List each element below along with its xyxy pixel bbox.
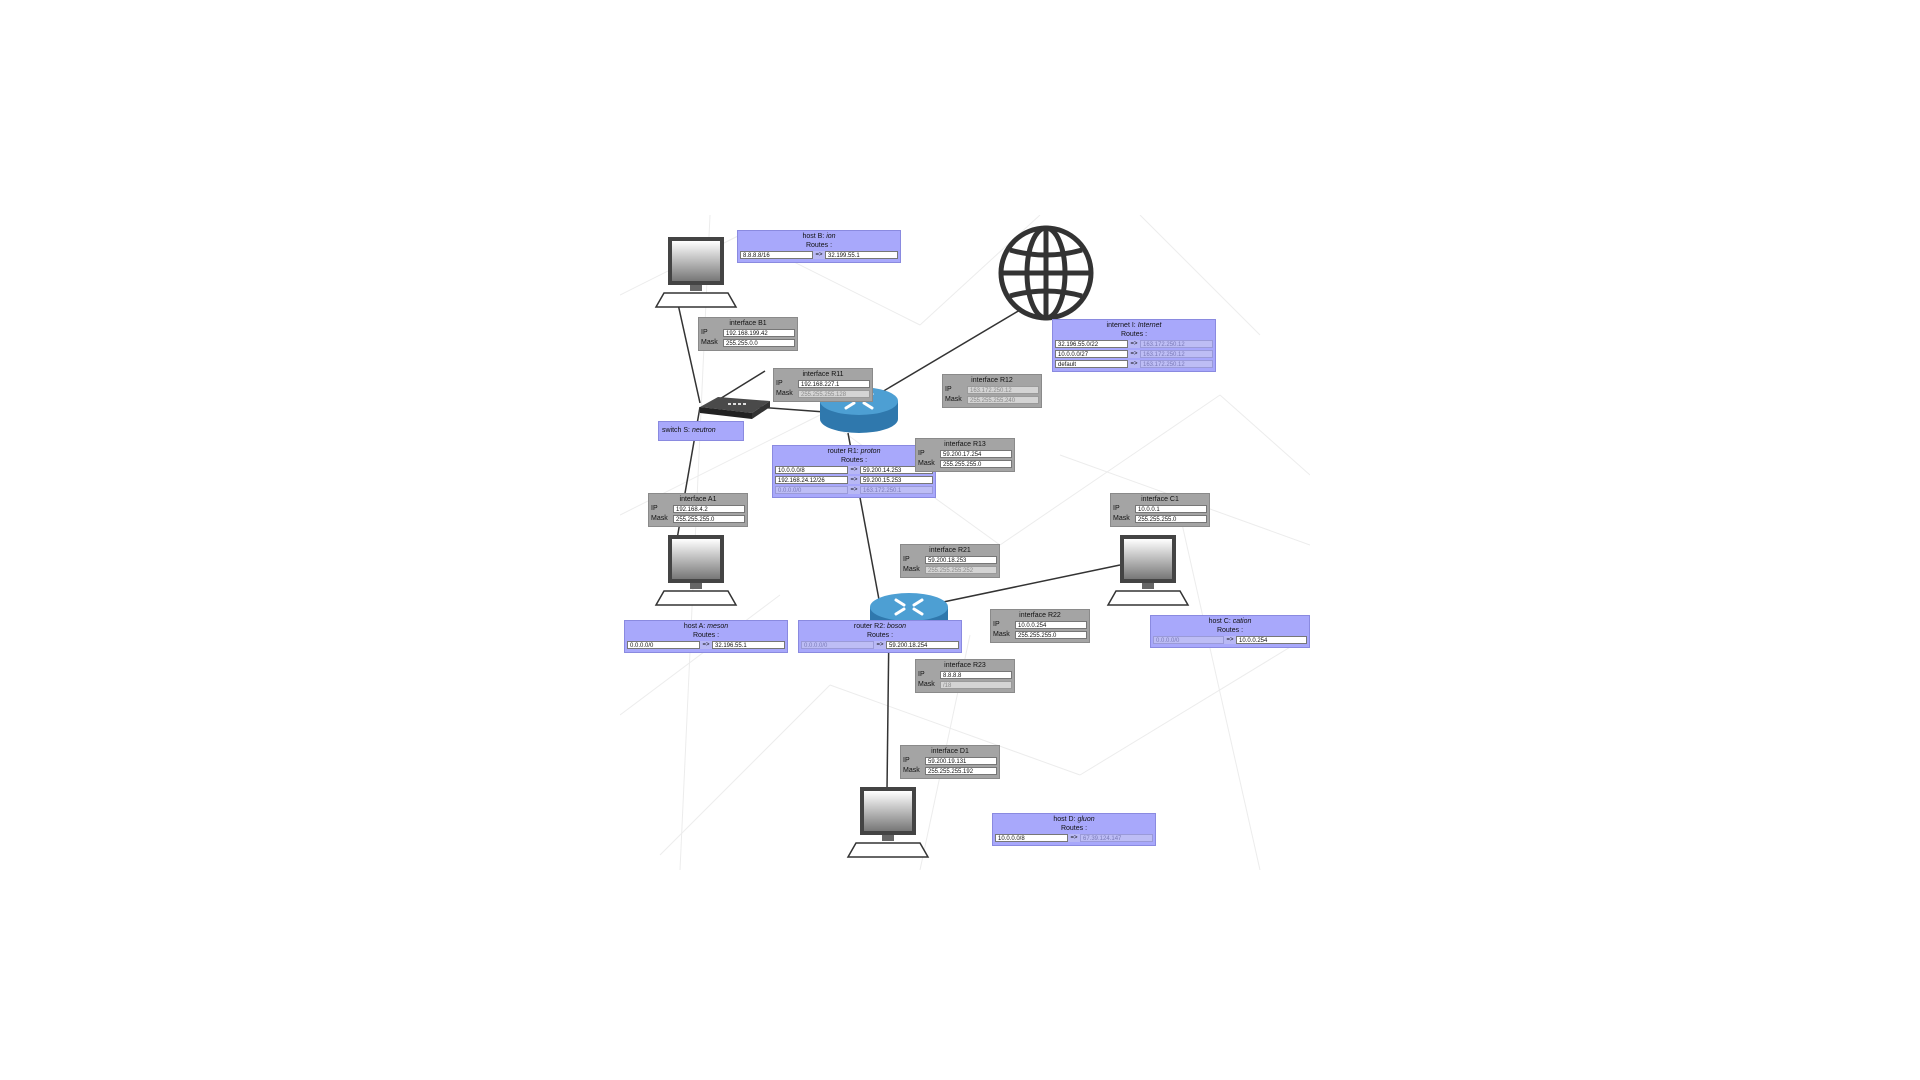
route-row: 10.0.0.0/27 => 163.172.250.12	[1055, 349, 1213, 359]
route-dest-field[interactable]: 0.0.0.0/0	[801, 641, 874, 649]
route-gateway-field[interactable]: 163.172.250.1	[860, 486, 933, 494]
route-row: 0.0.0.0/0 => 32.196.55.1	[627, 640, 785, 650]
route-dest-field[interactable]: 10.0.0.0/8	[995, 834, 1068, 842]
mask-field[interactable]: 255.255.255.128	[798, 390, 870, 398]
ip-field[interactable]: 192.168.227.1	[798, 380, 870, 388]
route-row: 0.0.0.0/0 => 10.0.0.254	[1153, 635, 1307, 645]
internet-globe-icon[interactable]	[996, 223, 1096, 323]
mask-field[interactable]: /18	[940, 681, 1012, 689]
host-c-computer-icon[interactable]	[1100, 533, 1196, 613]
ip-field[interactable]: 59.200.18.253	[925, 556, 997, 564]
internet-panel: internet I: Internet Routes : 32.196.55.…	[1052, 319, 1216, 372]
host-d-computer-icon[interactable]	[840, 785, 936, 865]
mask-field[interactable]: 255.255.255.0	[1015, 631, 1087, 639]
router-r1-panel: router R1: proton Routes : 10.0.0.0/8 =>…	[772, 445, 936, 498]
route-dest-field[interactable]: 0.0.0.0/0	[627, 641, 700, 649]
route-gateway-field[interactable]: 59.200.18.254	[886, 641, 959, 649]
route-gateway-field[interactable]: 32.199.55.1	[825, 251, 898, 259]
mask-field[interactable]: 255.255.255.0	[940, 460, 1012, 468]
route-row: 0.0.0.0/0 => 163.172.250.1	[775, 485, 933, 495]
ip-field[interactable]: 192.168.199.42	[723, 329, 795, 337]
route-dest-field[interactable]: 10.0.0.0/8	[775, 466, 848, 474]
link-hostB-switch	[675, 294, 701, 404]
ip-field[interactable]: 163.172.250.12	[967, 386, 1039, 394]
route-dest-field[interactable]: default	[1055, 360, 1128, 368]
mask-field[interactable]: 255.255.255.240	[967, 396, 1039, 404]
host-a-panel: host A: meson Routes : 0.0.0.0/0 => 32.1…	[624, 620, 788, 653]
route-dest-field[interactable]: 32.196.55.0/22	[1055, 340, 1128, 348]
network-diagram: host B: ion Routes : 8.8.8.8/16 => 32.19…	[620, 215, 1310, 870]
route-row: default => 163.172.250.12	[1055, 359, 1213, 369]
route-row: 8.8.8.8/16 => 32.199.55.1	[740, 250, 898, 260]
mask-field[interactable]: 255.255.255.252	[925, 566, 997, 574]
ip-field[interactable]: 59.200.17.254	[940, 450, 1012, 458]
ip-field[interactable]: 8.8.8.8	[940, 671, 1012, 679]
mask-field[interactable]: 255.255.255.0	[673, 515, 745, 523]
route-dest-field[interactable]: 0.0.0.0/0	[1153, 636, 1224, 644]
route-dest-field[interactable]: 8.8.8.8/16	[740, 251, 813, 259]
route-row: 10.0.0.0/8 => 59.200.14.253	[775, 465, 933, 475]
route-dest-field[interactable]: 10.0.0.0/27	[1055, 350, 1128, 358]
ip-field[interactable]: 10.0.0.1	[1135, 505, 1207, 513]
host-b-panel: host B: ion Routes : 8.8.8.8/16 => 32.19…	[737, 230, 901, 263]
route-row: 32.196.55.0/22 => 163.172.250.12	[1055, 339, 1213, 349]
route-gateway-field[interactable]: 163.172.250.12	[1140, 350, 1213, 358]
route-gateway-field[interactable]: 67.39.124.147	[1080, 834, 1153, 842]
host-b-computer-icon[interactable]	[648, 235, 744, 315]
mask-field[interactable]: 255.255.0.0	[723, 339, 795, 347]
router-r2-panel: router R2: boson Routes : 0.0.0.0/0 => 5…	[798, 620, 962, 653]
switch-icon[interactable]	[698, 391, 772, 421]
route-gateway-field[interactable]: 59.200.15.253	[860, 476, 933, 484]
route-dest-field[interactable]: 192.168.24.12/26	[775, 476, 848, 484]
route-gateway-field[interactable]: 10.0.0.254	[1236, 636, 1307, 644]
mask-field[interactable]: 255.255.255.192	[925, 767, 997, 775]
route-gateway-field[interactable]: 163.172.250.12	[1140, 360, 1213, 368]
host-d-panel: host D: gluon Routes : 10.0.0.0/8 => 67.…	[992, 813, 1156, 846]
route-row: 192.168.24.12/26 => 59.200.15.253	[775, 475, 933, 485]
route-row: 10.0.0.0/8 => 67.39.124.147	[995, 833, 1153, 843]
host-a-computer-icon[interactable]	[648, 533, 744, 613]
switch-panel: switch S: neutron	[658, 421, 744, 441]
route-dest-field[interactable]: 0.0.0.0/0	[775, 486, 848, 494]
host-c-panel: host C: cation Routes : 0.0.0.0/0 => 10.…	[1150, 615, 1310, 648]
route-gateway-field[interactable]: 32.196.55.1	[712, 641, 785, 649]
ip-field[interactable]: 192.168.4.2	[673, 505, 745, 513]
route-row: 0.0.0.0/0 => 59.200.18.254	[801, 640, 959, 650]
link-R1-internet	[859, 309, 1021, 406]
route-gateway-field[interactable]: 163.172.250.12	[1140, 340, 1213, 348]
ip-field[interactable]: 59.200.19.131	[925, 757, 997, 765]
mask-field[interactable]: 255.255.255.0	[1135, 515, 1207, 523]
ip-field[interactable]: 10.0.0.254	[1015, 621, 1087, 629]
